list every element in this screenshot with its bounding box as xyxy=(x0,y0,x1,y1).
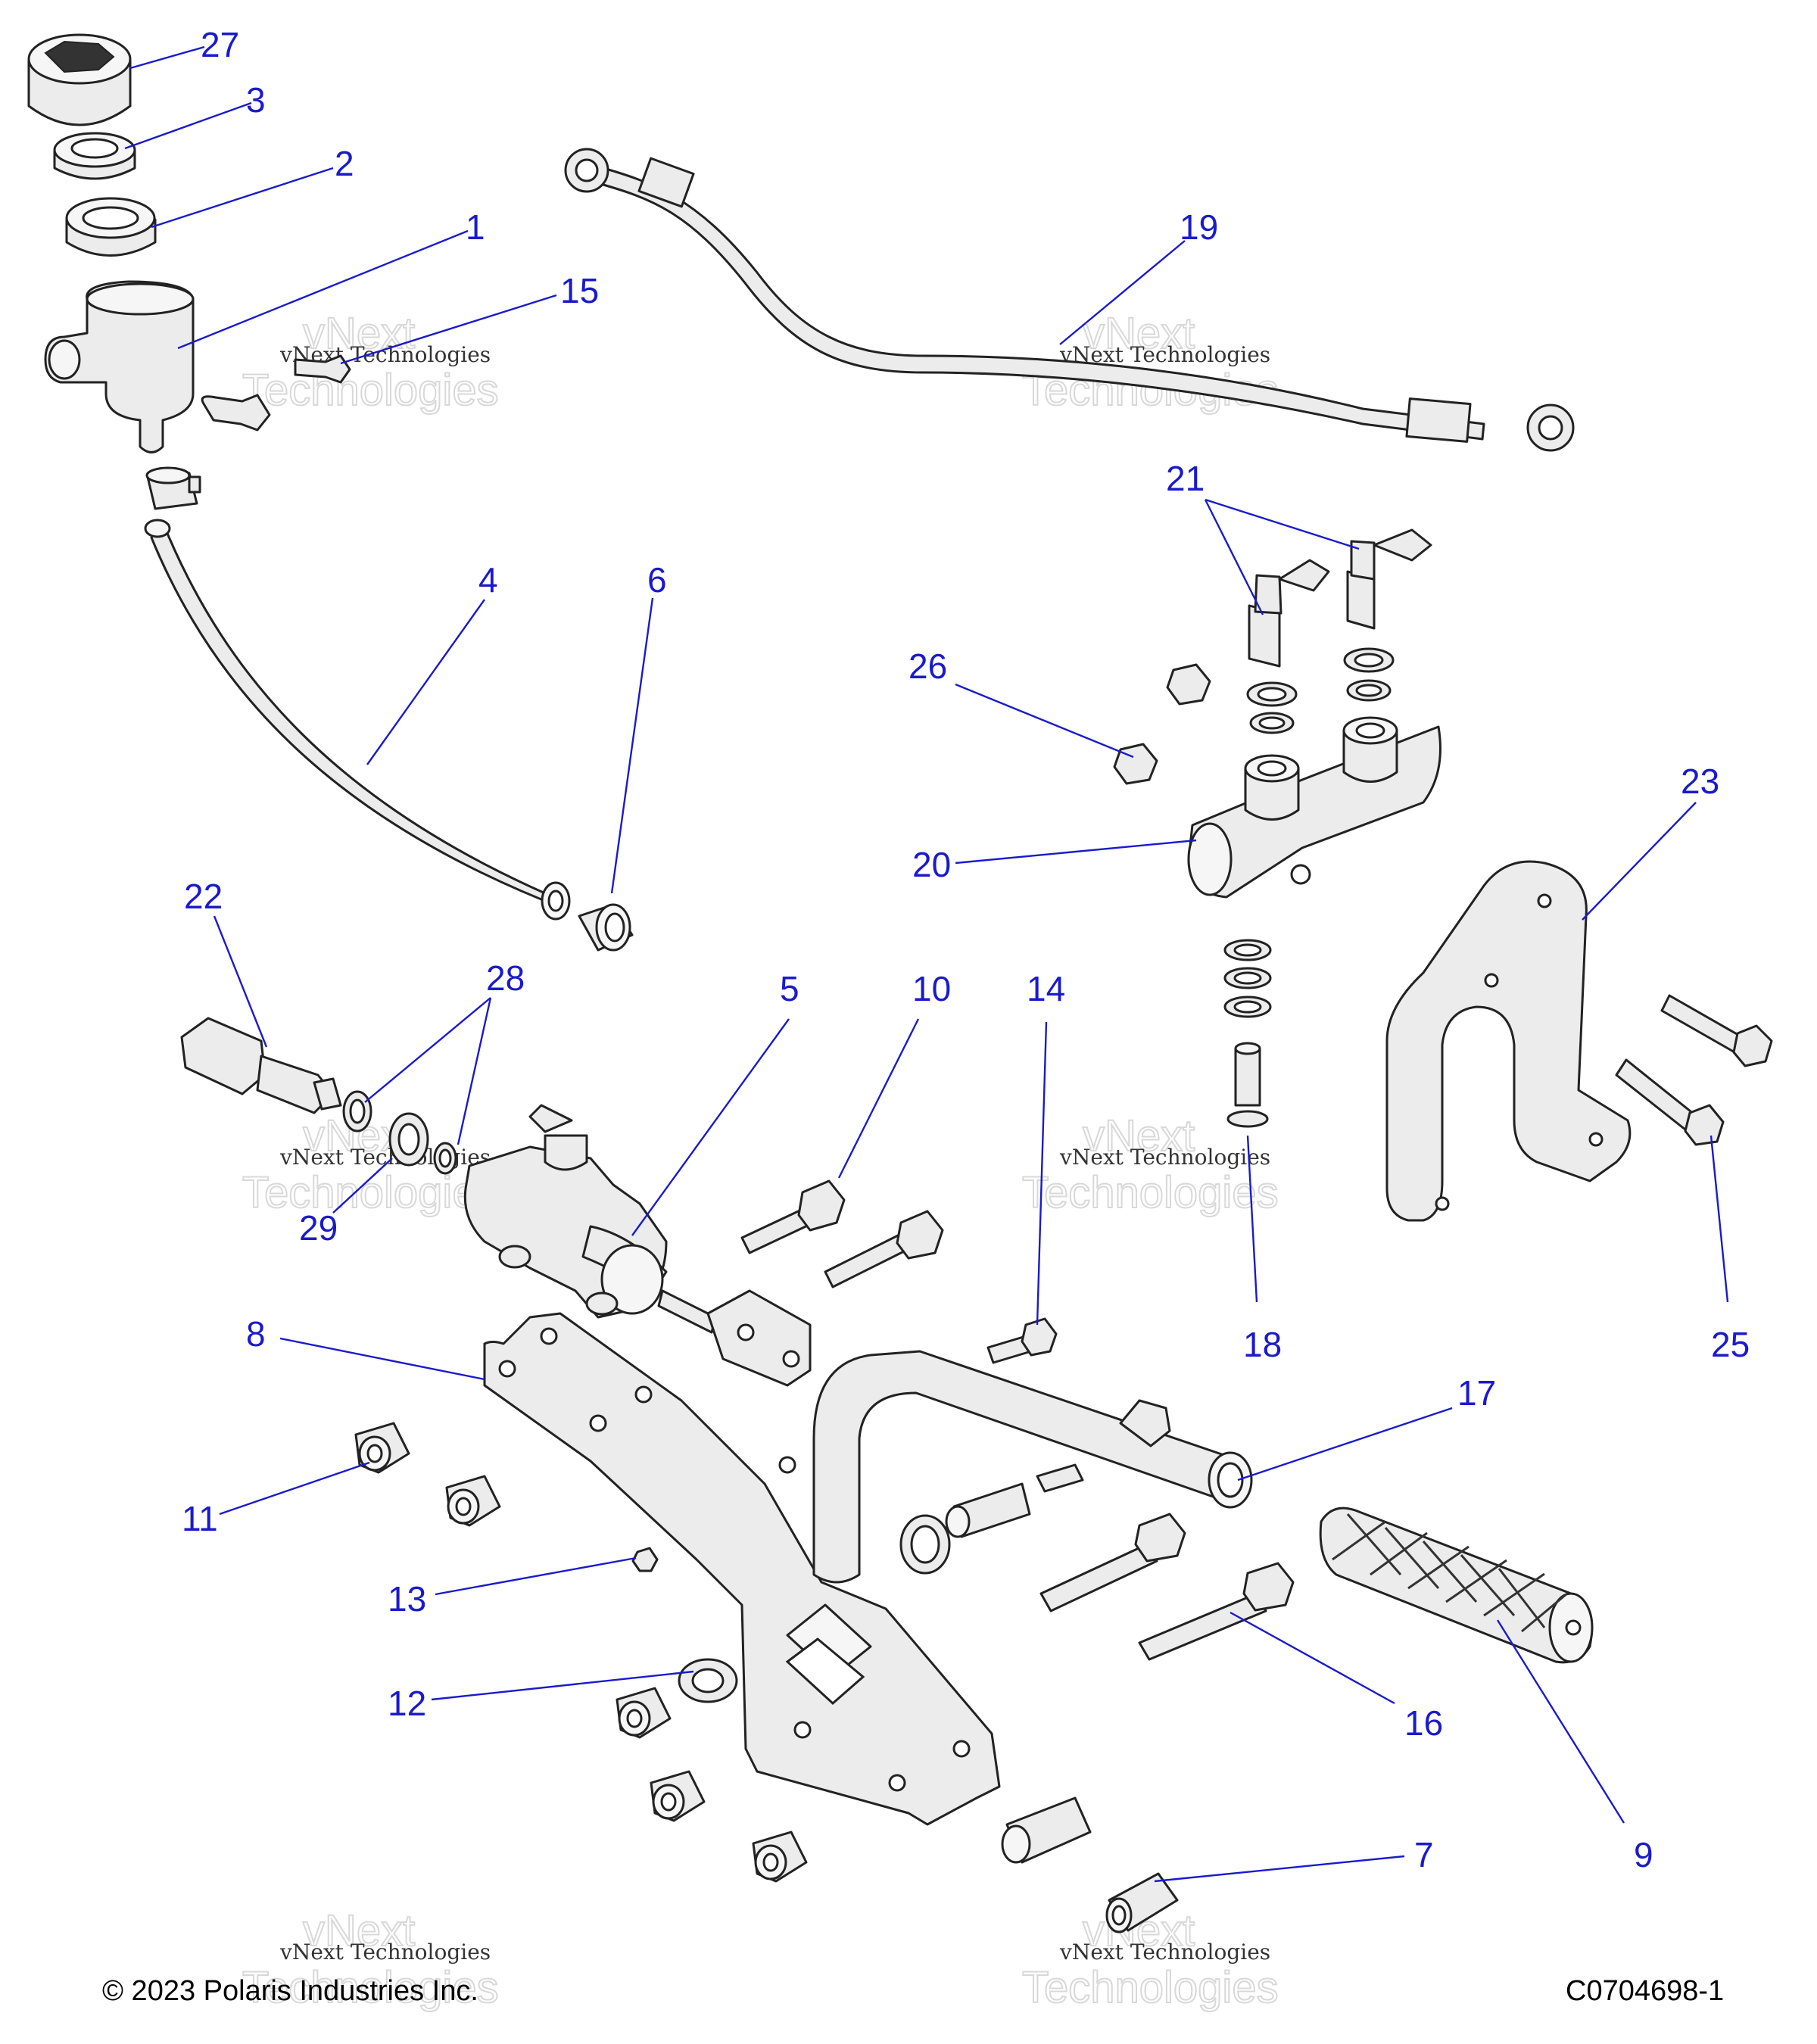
callout-15: 15 xyxy=(560,271,599,310)
callout-9: 9 xyxy=(1634,1835,1653,1874)
watermark-4: vNext Technologies vNext Technologies xyxy=(1021,1111,1279,1218)
brake-line xyxy=(564,148,1575,452)
watermark-3: vNext Technologies vNext Technologies xyxy=(242,1111,500,1218)
watermark-brand-1: vNext xyxy=(303,309,415,358)
watermark-brand-2: Technologies xyxy=(242,1963,499,2012)
pedal-bolts-and-bushings xyxy=(899,1463,1295,1661)
hose-clamp-lower xyxy=(578,903,634,952)
watermark-brand-2: Technologies xyxy=(242,1168,499,1217)
bleeder-valves xyxy=(1248,528,1432,668)
watermarks: vNext Technologies vNext Technologies vN… xyxy=(242,308,1279,2013)
bracket-bolts xyxy=(1615,994,1773,1146)
parts xyxy=(27,33,1773,1933)
copyright-text: © 2023 Polaris Industries Inc. xyxy=(102,1975,478,2007)
watermark-1: vNext Technologies vNext Technologies xyxy=(242,308,500,416)
callout-2: 2 xyxy=(335,144,354,183)
brake-light-switch xyxy=(180,1017,342,1114)
reservoir-seal xyxy=(65,197,157,257)
callout-19: 19 xyxy=(1180,207,1218,247)
watermark-caption: vNext Technologies xyxy=(1059,1145,1270,1170)
pedal-arm xyxy=(812,1350,1253,1584)
watermark-brand-2: Technologies xyxy=(242,366,499,415)
callout-5: 5 xyxy=(780,969,799,1008)
callout-3: 3 xyxy=(246,80,266,120)
footer: © 2023 Polaris Industries Inc. C0704698-… xyxy=(102,1975,1724,2007)
callout-labels: 27 3 2 1 15 19 21 4 6 26 20 23 22 28 5 1… xyxy=(182,25,1750,1874)
master-cylinder xyxy=(463,1104,812,1387)
pedal-bracket xyxy=(483,1312,1001,1826)
callout-12: 12 xyxy=(388,1684,426,1723)
reservoir-hose xyxy=(144,519,571,921)
callout-6: 6 xyxy=(647,560,667,600)
callout-1: 1 xyxy=(466,207,485,247)
callout-10: 10 xyxy=(912,969,951,1008)
callout-4: 4 xyxy=(478,560,498,600)
distribution-block xyxy=(1187,716,1441,899)
washers-and-fitting-lower xyxy=(1223,939,1272,1128)
reservoir-screws xyxy=(201,354,351,432)
bushings-left xyxy=(354,1422,808,1883)
reservoir-diaphragm xyxy=(53,132,136,180)
callout-17: 17 xyxy=(1457,1373,1496,1413)
watermark-caption: vNext Technologies xyxy=(1059,1940,1270,1965)
watermark-brand-1: vNext xyxy=(1083,1111,1195,1161)
leader-lines xyxy=(124,45,1729,1883)
bushings-bottom xyxy=(1001,1796,1179,1933)
diagram-id: C0704698-1 xyxy=(1566,1975,1724,2007)
callout-23: 23 xyxy=(1681,762,1719,801)
callout-29: 29 xyxy=(299,1208,338,1248)
callout-27: 27 xyxy=(201,25,239,64)
callout-13: 13 xyxy=(388,1579,426,1619)
pedal-pivot-bolt xyxy=(986,1317,1058,1364)
nuts-and-washers-upper xyxy=(1113,647,1395,785)
callout-28: 28 xyxy=(486,958,525,998)
callout-16: 16 xyxy=(1404,1703,1443,1743)
o-rings-left xyxy=(342,1090,457,1175)
watermark-caption: vNext Technologies xyxy=(279,1940,491,1965)
callout-18: 18 xyxy=(1243,1325,1282,1364)
mc-bolts xyxy=(740,1179,944,1288)
mounting-bracket xyxy=(1385,860,1632,1222)
watermark-6: vNext Technologies vNext Technologies xyxy=(1021,1905,1279,2013)
reservoir-cap xyxy=(27,33,132,126)
callout-22: 22 xyxy=(184,877,223,916)
watermark-brand-2: Technologies xyxy=(1022,1168,1279,1217)
watermark-5: vNext Technologies vNext Technologies xyxy=(242,1905,500,2013)
watermark-brand-1: vNext xyxy=(303,1906,415,1955)
callout-7: 7 xyxy=(1414,1835,1434,1874)
callout-25: 25 xyxy=(1711,1325,1750,1364)
reservoir xyxy=(44,280,195,453)
pedal-grip xyxy=(1319,1507,1594,1664)
callout-14: 14 xyxy=(1027,969,1065,1008)
callout-11: 11 xyxy=(182,1499,218,1538)
callout-20: 20 xyxy=(912,845,951,884)
callout-8: 8 xyxy=(246,1314,266,1354)
callout-26: 26 xyxy=(908,647,947,686)
hose-clamp-upper xyxy=(145,466,201,510)
callout-21: 21 xyxy=(1166,459,1205,498)
watermark-brand-1: vNext xyxy=(1083,309,1195,358)
watermark-brand-2: Technologies xyxy=(1022,1963,1279,2012)
